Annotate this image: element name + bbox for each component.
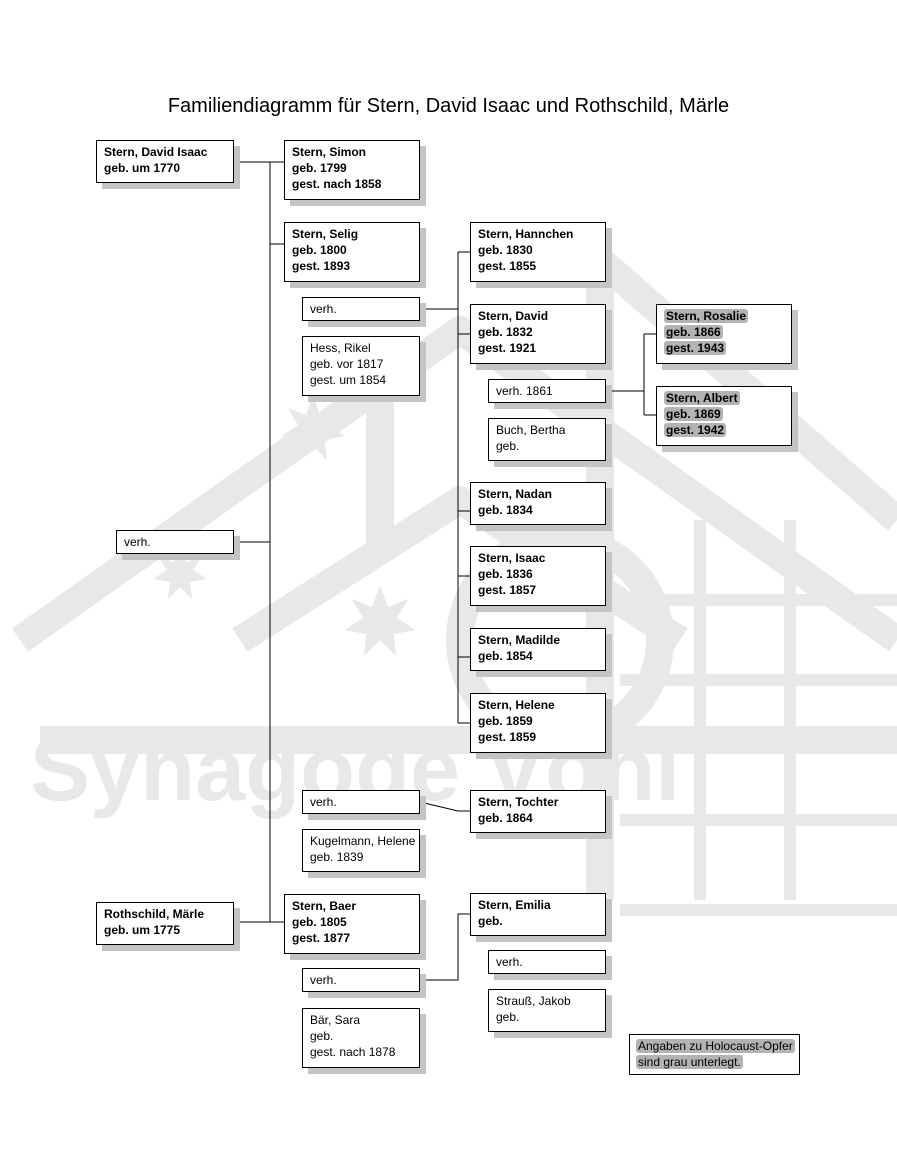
person-birth: geb. um 1775: [104, 923, 181, 937]
person-name: Stern, Albert: [664, 391, 740, 405]
person-name: Stern, Nadan: [478, 487, 553, 501]
person-box-hannchen[interactable]: Stern, Hannchen geb. 1830 gest. 1855: [470, 222, 606, 282]
person-birth: geb. 1832: [478, 325, 533, 339]
person-birth: geb. 1866: [664, 325, 723, 339]
person-birth: geb. 1834: [478, 503, 533, 517]
person-name: Stern, Helene: [478, 698, 555, 712]
person-birth: geb. um 1770: [104, 161, 181, 175]
person-box-bertha[interactable]: Buch, Bertha geb.: [488, 418, 606, 461]
person-birth: geb. 1869: [664, 407, 723, 421]
person-birth: geb. 1800: [292, 243, 347, 257]
marriage-label: verh.: [496, 955, 523, 969]
person-box-sara[interactable]: Bär, Sara geb. gest. nach 1878: [302, 1008, 420, 1068]
person-death: gest. 1943: [664, 341, 727, 355]
person-box-jakob[interactable]: Strauß, Jakob geb.: [488, 989, 606, 1032]
person-name: Stern, Emilia: [478, 898, 551, 912]
person-death: gest. nach 1878: [310, 1045, 396, 1059]
person-box-tochter[interactable]: Stern, Tochter geb. 1864: [470, 790, 606, 833]
person-death: gest. 1921: [478, 341, 537, 355]
person-birth: geb. 1839: [310, 850, 364, 864]
marriage-box-selig-1[interactable]: verh.: [302, 297, 420, 321]
marriage-label: verh.: [310, 795, 337, 809]
person-box-rikel[interactable]: Hess, Rikel geb. vor 1817 gest. um 1854: [302, 336, 420, 396]
person-name: Stern, Tochter: [478, 795, 559, 809]
person-box-david-isaac[interactable]: Stern, David Isaac geb. um 1770: [96, 140, 234, 183]
person-name: Stern, Selig: [292, 227, 359, 241]
person-name: Hess, Rikel: [310, 341, 371, 355]
person-name: Stern, David Isaac: [104, 145, 208, 159]
person-death: gest. 1942: [664, 423, 727, 437]
person-box-emilia[interactable]: Stern, Emilia geb.: [470, 893, 606, 936]
person-birth: geb. 1830: [478, 243, 533, 257]
person-death: gest. nach 1858: [292, 177, 382, 191]
person-death: gest. 1877: [292, 931, 351, 945]
person-birth: geb. vor 1817: [310, 357, 384, 371]
person-birth: geb. 1799: [292, 161, 347, 175]
person-death: gest. 1893: [292, 259, 351, 273]
person-birth: geb. 1859: [478, 714, 533, 728]
person-name: Rothschild, Märle: [104, 907, 205, 921]
person-death: gest. 1859: [478, 730, 537, 744]
person-name: Stern, David: [478, 309, 549, 323]
marriage-label: verh.: [310, 302, 337, 316]
person-box-nadan[interactable]: Stern, Nadan geb. 1834: [470, 482, 606, 525]
person-death: gest. 1857: [478, 583, 537, 597]
person-name: Stern, Hannchen: [478, 227, 574, 241]
person-death: gest. 1855: [478, 259, 537, 273]
person-birth: geb.: [496, 439, 520, 453]
person-box-rosalie[interactable]: Stern, Rosalie geb. 1866 gest. 1943: [656, 304, 792, 364]
page-title: Familiendiagramm für Stern, David Isaac …: [167, 95, 730, 117]
person-name: Bär, Sara: [310, 1013, 361, 1027]
person-birth: geb.: [478, 914, 503, 928]
person-name: Buch, Bertha: [496, 423, 566, 437]
marriage-box-baer[interactable]: verh.: [302, 968, 420, 992]
person-box-helene[interactable]: Stern, Helene geb. 1859 gest. 1859: [470, 693, 606, 753]
person-birth: geb. 1854: [478, 649, 533, 663]
person-name: Strauß, Jakob: [496, 994, 571, 1008]
marriage-box-emilia[interactable]: verh.: [488, 950, 606, 974]
person-box-maerle[interactable]: Rothschild, Märle geb. um 1775: [96, 902, 234, 945]
person-birth: geb. 1836: [478, 567, 533, 581]
person-birth: geb.: [496, 1010, 520, 1024]
marriage-label: verh.: [310, 973, 337, 987]
person-box-albert[interactable]: Stern, Albert geb. 1869 gest. 1942: [656, 386, 792, 446]
person-name: Stern, Baer: [292, 899, 357, 913]
person-box-baer[interactable]: Stern, Baer geb. 1805 gest. 1877: [284, 894, 420, 954]
person-box-isaac[interactable]: Stern, Isaac geb. 1836 gest. 1857: [470, 546, 606, 606]
person-death: gest. um 1854: [310, 373, 387, 387]
marriage-label: verh. 1861: [496, 384, 553, 398]
person-box-simon[interactable]: Stern, Simon geb. 1799 gest. nach 1858: [284, 140, 420, 200]
person-name: Stern, Simon: [292, 145, 367, 159]
person-birth: geb. 1805: [292, 915, 347, 929]
person-name: Kugelmann, Helene: [310, 834, 416, 848]
person-name: Stern, Madilde: [478, 633, 561, 647]
legend-line-1: Angaben zu Holocaust-Opfer: [636, 1039, 795, 1053]
person-name: Stern, Isaac: [478, 551, 546, 565]
person-box-selig[interactable]: Stern, Selig geb. 1800 gest. 1893: [284, 222, 420, 282]
marriage-box-david[interactable]: verh. 1861: [488, 379, 606, 403]
marriage-box-parents[interactable]: verh.: [116, 530, 234, 554]
marriage-box-selig-2[interactable]: verh.: [302, 790, 420, 814]
legend-line-2: sind grau unterlegt.: [636, 1055, 743, 1069]
legend-note: Angaben zu Holocaust-Opfer sind grau unt…: [629, 1034, 800, 1075]
marriage-label: verh.: [124, 535, 151, 549]
person-birth: geb.: [310, 1029, 334, 1043]
person-birth: geb. 1864: [478, 811, 533, 825]
person-box-helene-kugelmann[interactable]: Kugelmann, Helene geb. 1839: [302, 829, 420, 872]
person-box-madilde[interactable]: Stern, Madilde geb. 1854: [470, 628, 606, 671]
person-box-david[interactable]: Stern, David geb. 1832 gest. 1921: [470, 304, 606, 364]
person-name: Stern, Rosalie: [664, 309, 749, 323]
